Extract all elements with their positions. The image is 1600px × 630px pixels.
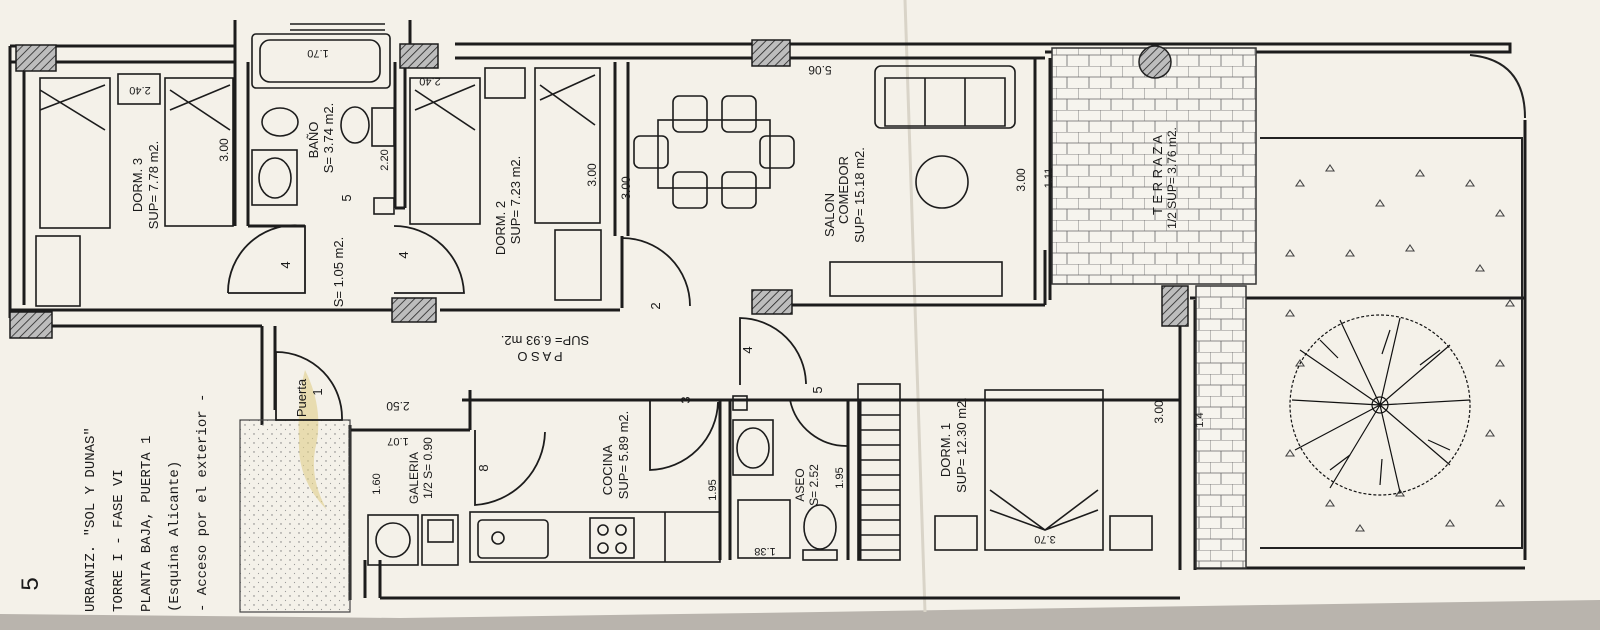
bano-name: BAÑO — [306, 122, 321, 159]
title-line5: - Acceso por el exterior - — [195, 394, 211, 612]
dist-area: S= 1.05 m2. — [331, 237, 346, 307]
dist-door-num: 5 — [339, 194, 354, 201]
terrace-column — [1138, 45, 1172, 79]
cocina-dim: 1.95 — [707, 479, 719, 500]
salon-name2: COMEDOR — [836, 156, 851, 224]
terraza-dim: 1.11 — [1043, 168, 1055, 189]
cocina-area: SUP= 5.89 m2. — [616, 411, 631, 500]
dorm2-dim: 3.00 — [585, 163, 599, 187]
galeria-area: 1/2 S= 0.90 — [421, 437, 435, 499]
terraza-name: T E R R A Z A — [1150, 135, 1165, 215]
cocina-name: COCINA — [600, 444, 615, 495]
dorm1-side-dim: 1.4 — [1194, 412, 1206, 427]
salon-name1: SALON — [822, 193, 837, 237]
galeria-dim-b: 1.60 — [371, 473, 383, 494]
dorm3-name: DORM. 3 — [130, 158, 145, 212]
entrance-paving — [239, 419, 351, 613]
terrace-tiles — [1051, 47, 1257, 285]
dist-door-b: 4 — [396, 251, 411, 258]
paso-door-a: 2 — [648, 302, 663, 309]
galeria-name: GALERIA — [407, 452, 421, 504]
structural-columns — [9, 39, 1189, 339]
dorm1-bed-dim: 3.70 — [1034, 533, 1055, 545]
title-line2: TORRE I - FASE VI — [111, 469, 127, 612]
walls — [8, 20, 1527, 600]
title-line1: URBANIZ. "SOL Y DUNAS" — [83, 427, 99, 612]
dorm1-dim: 3.00 — [1152, 400, 1166, 424]
furniture — [35, 23, 1153, 566]
salon-dim-right: 3.00 — [1014, 168, 1028, 192]
title-block: URBANIZ. "SOL Y DUNAS" TORRE I - FASE VI… — [17, 394, 211, 612]
salon-area: SUP= 15.18 m2. — [852, 147, 867, 243]
dorm2-name: DORM. 2 — [493, 201, 508, 255]
page-number: 5 — [17, 577, 44, 590]
salon-dim-top: 5.06 — [808, 63, 832, 77]
salon-dim-left: 3.00 — [619, 176, 633, 200]
paso-area: SUP= 6.93 m2. — [501, 333, 590, 348]
dist-door-a: 4 — [278, 261, 293, 268]
room-labels: DORM. 3 SUP= 7.78 m2. 3.00 2.40 BAÑO S= … — [129, 47, 1206, 557]
galeria-door-num: 8 — [476, 464, 491, 471]
aseo-dim-b: 1.95 — [834, 467, 846, 488]
paso-name: P A S O — [517, 349, 562, 364]
bano-bath-dim: 1.70 — [307, 47, 328, 59]
terraza-area: 1/2 SUP= 3.76 m2. — [1165, 127, 1179, 229]
galeria-dim-a: 1.07 — [387, 435, 408, 447]
dorm1-name: DORM. 1 — [938, 423, 953, 477]
dorm2-area: SUP= 7.23 m2. — [508, 156, 523, 245]
aseo-dim-a: 1.38 — [754, 545, 775, 557]
dorm3-closet: 2.40 — [129, 84, 150, 96]
dorm3-area: SUP= 7.78 m2. — [146, 141, 161, 230]
terrace-tiles-lower — [1195, 285, 1247, 569]
dorm1-area: SUP= 12.30 m2. — [954, 397, 969, 493]
title-line4: (Esquina Alicante) — [167, 461, 183, 612]
entrance-stain — [298, 370, 327, 510]
tree — [1289, 314, 1471, 496]
puerta-line1: Puerta — [294, 378, 309, 417]
paso-door-c: 3 — [678, 396, 693, 403]
hall-dim: 2.50 — [386, 399, 410, 413]
garden-plants — [1284, 164, 1516, 532]
paso-door-b: 4 — [740, 346, 755, 353]
puerta-line2: 1 — [310, 388, 325, 395]
aseo-name: ASEO — [793, 468, 807, 501]
aseo-area: S= 2.52 — [807, 464, 821, 506]
dorm2-closet: 2.40 — [419, 75, 440, 87]
aseo-door-num: 5 — [810, 386, 825, 393]
bano-area: S= 3.74 m2. — [321, 103, 336, 173]
dorm3-dim: 3.00 — [217, 138, 231, 162]
door-swings — [227, 224, 849, 506]
bano-dim: 2.20 — [379, 149, 391, 170]
garden — [1260, 54, 1526, 549]
title-line3: PLANTA BAJA, PUERTA 1 — [139, 436, 155, 612]
